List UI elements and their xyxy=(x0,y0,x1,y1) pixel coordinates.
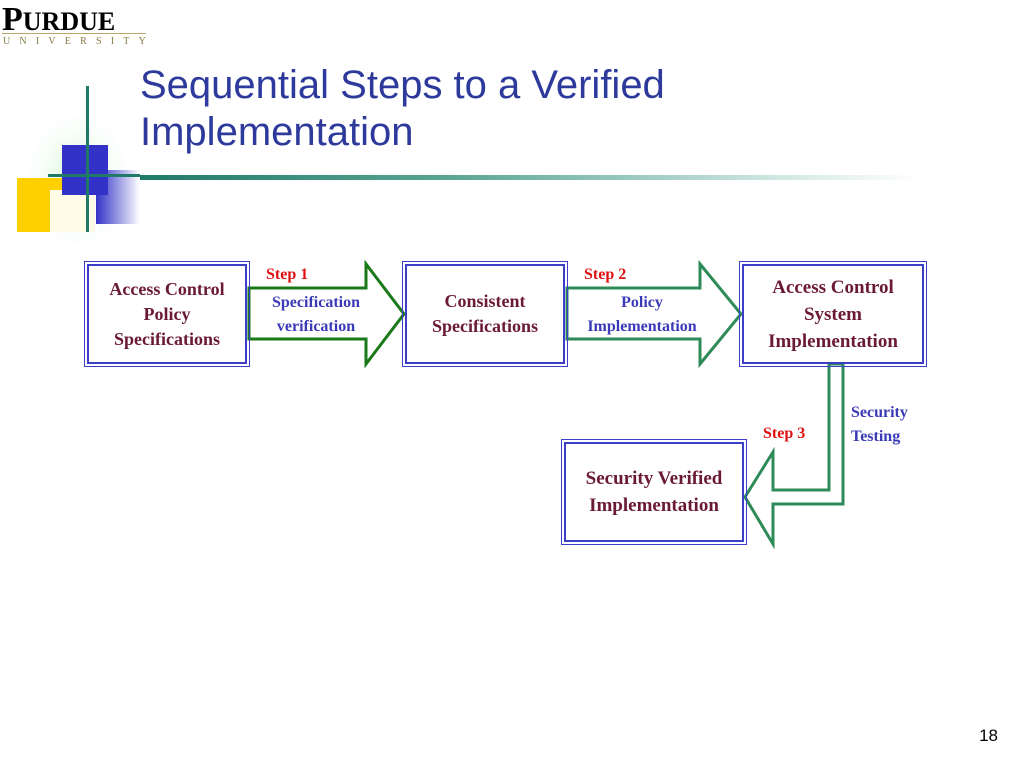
access-control-policy-specifications-box: Access Control Policy Specifications xyxy=(84,261,250,367)
purdue-logo-wordmark: PURDUE xyxy=(2,0,115,42)
desc-line: Implementation xyxy=(587,318,697,335)
step2-arrow xyxy=(565,259,743,369)
page-number: 18 xyxy=(979,726,998,745)
box-line: Access Control xyxy=(772,276,894,298)
desc-line: Testing xyxy=(851,428,901,445)
desc-line: Policy xyxy=(621,294,663,311)
step1-description: Specification verification xyxy=(256,291,376,339)
box-line: Consistent xyxy=(444,291,526,311)
deco-blue-square xyxy=(62,145,108,195)
title-line-1: Sequential Steps to a Verified xyxy=(140,63,665,107)
step3-label: Step 3 xyxy=(763,425,806,442)
box-line: Specifications xyxy=(432,316,538,336)
deco-hline xyxy=(48,174,140,177)
desc-line: Security xyxy=(851,404,908,421)
box-line: Access Control xyxy=(109,278,225,299)
step1-arrow xyxy=(247,259,406,369)
box-line: System xyxy=(803,303,863,325)
title-line-2: Implementation xyxy=(140,110,414,154)
box-line: Implementation xyxy=(768,330,898,352)
step2-description: Policy Implementation xyxy=(571,291,713,339)
access-control-system-implementation-box: Access Control System Implementation xyxy=(739,261,927,367)
security-verified-implementation-box: Security Verified Implementation xyxy=(561,439,747,545)
box-line: Policy xyxy=(143,303,191,324)
deco-vline xyxy=(86,86,89,232)
consistent-specifications-box: Consistent Specifications xyxy=(402,261,568,367)
deco-white-square xyxy=(50,190,98,232)
step3-description: Security Testing xyxy=(851,401,908,449)
logo-initial: P xyxy=(2,1,23,38)
step2-label: Step 2 xyxy=(584,266,627,283)
decorative-squares xyxy=(17,86,140,258)
box-line: Specifications xyxy=(114,328,220,349)
desc-line: verification xyxy=(276,318,356,335)
box-line: Security Verified xyxy=(585,468,723,489)
step3-arrow xyxy=(743,362,845,550)
logo-rest: URDUE xyxy=(22,7,116,36)
step1-label: Step 1 xyxy=(266,266,309,283)
logo-subtitle: UNIVERSITY xyxy=(3,36,155,47)
logo-rule xyxy=(2,33,146,34)
box-line: Implementation xyxy=(589,495,719,516)
page-title: Sequential Steps to a Verified Implement… xyxy=(140,62,960,156)
desc-line: Specification xyxy=(272,294,360,311)
title-underline xyxy=(140,175,920,180)
